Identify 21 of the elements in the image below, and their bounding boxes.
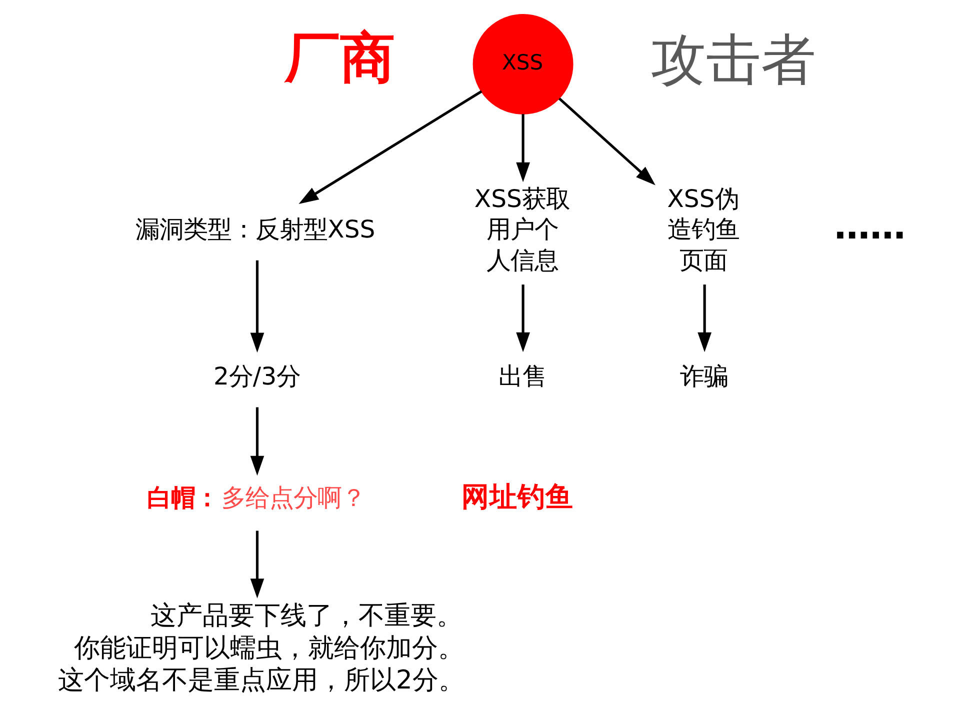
node-text: XSS获取用户个人信息 — [474, 184, 570, 274]
node-text: 这产品要下线了，不重要。 你能证明可以蠕虫，就给你加分。 这个域名不是重点应用，所以2分。 — [57, 600, 464, 696]
node-text: XSS伪造钓鱼页面 — [666, 184, 739, 274]
arrow — [298, 90, 482, 204]
arrow — [697, 284, 711, 352]
label: 攻击者 — [650, 27, 816, 92]
node-text: 白帽：多给点分啊？ — [146, 482, 366, 512]
label: 网址钓鱼 — [460, 481, 573, 514]
node-circle: XSS — [472, 14, 573, 114]
arrow — [250, 260, 264, 353]
arrow — [250, 407, 264, 476]
arrow — [516, 284, 530, 352]
arrow — [516, 114, 530, 182]
arrow — [250, 530, 264, 598]
label: 厂商 — [284, 26, 394, 90]
node-text: 诈骗 — [680, 361, 728, 390]
arrow — [558, 98, 655, 186]
node-text: 漏洞类型：反射型XSS — [135, 214, 375, 244]
label: …… — [834, 206, 906, 248]
node-text: 2分/3分 — [212, 361, 300, 390]
node-text: 出售 — [498, 361, 546, 390]
